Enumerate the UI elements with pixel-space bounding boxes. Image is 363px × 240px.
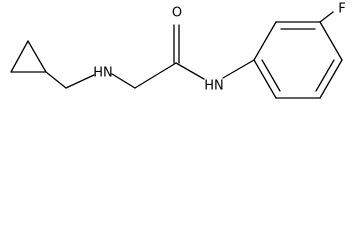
atom-label-amine-nh: HN bbox=[93, 66, 113, 81]
structural-formula: HN O HN F bbox=[10, 2, 346, 99]
bond bbox=[222, 59, 255, 79]
cyclopropyl-ring bbox=[10, 40, 47, 73]
bond bbox=[134, 62, 177, 89]
bond bbox=[111, 73, 136, 89]
bond bbox=[319, 59, 343, 99]
bond bbox=[253, 59, 277, 99]
bond bbox=[319, 11, 334, 23]
bond bbox=[319, 21, 343, 61]
atom-label-carbonyl-oxygen: O bbox=[172, 6, 182, 21]
phenyl-ring bbox=[253, 21, 343, 99]
bond bbox=[175, 62, 205, 80]
bond bbox=[65, 74, 95, 89]
bond bbox=[253, 21, 277, 61]
carbonyl-double-bond bbox=[173, 24, 180, 64]
bond bbox=[45, 71, 67, 89]
aromatic-bond bbox=[315, 59, 335, 92]
bond bbox=[10, 40, 29, 73]
atom-label-fluorine: F bbox=[338, 2, 345, 17]
bond bbox=[27, 40, 47, 73]
atom-label-amide-nh: HN bbox=[204, 79, 224, 94]
aromatic-bond bbox=[261, 59, 281, 92]
